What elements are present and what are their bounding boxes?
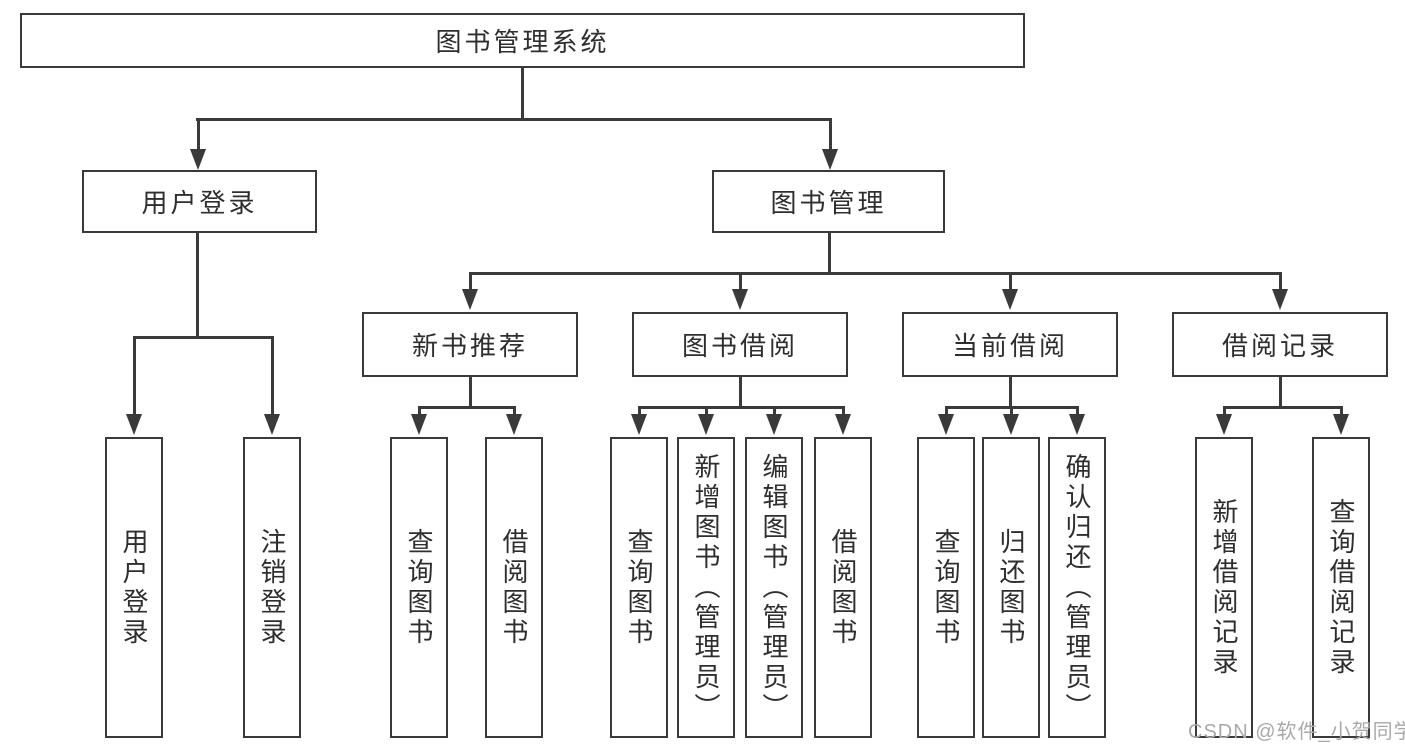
connector-line bbox=[1279, 377, 1282, 406]
node-leaf-edit-books-admin-label: 编辑图书（管理员） bbox=[759, 452, 789, 723]
connector-line bbox=[418, 406, 421, 415]
arrowhead-down-icon bbox=[190, 149, 206, 170]
node-leaf-logout: 注销登录 bbox=[243, 437, 301, 738]
node-leaf-borrow-books-borrow: 借阅图书 bbox=[814, 437, 872, 738]
node-leaf-query-books-current-label: 查询图书 bbox=[931, 527, 961, 648]
node-leaf-borrow-books-recommend-label: 借阅图书 bbox=[499, 527, 529, 648]
connector-line bbox=[773, 406, 776, 415]
connector-line bbox=[1009, 377, 1012, 406]
node-leaf-query-books-recommend: 查询图书 bbox=[390, 437, 448, 738]
node-new-book-recommend-label: 新书推荐 bbox=[411, 331, 528, 361]
node-leaf-query-books-borrow: 查询图书 bbox=[610, 437, 668, 738]
connector-line bbox=[1076, 406, 1079, 415]
node-leaf-add-borrow-record-label: 新增借阅记录 bbox=[1209, 497, 1239, 678]
arrowhead-down-icon bbox=[732, 289, 748, 310]
connector-line bbox=[1010, 406, 1013, 415]
arrowhead-down-icon bbox=[631, 414, 647, 435]
node-current-borrowing: 当前借阅 bbox=[902, 312, 1118, 377]
node-leaf-user-login-label: 用户登录 bbox=[119, 527, 149, 648]
connector-line bbox=[705, 406, 708, 415]
node-leaf-return-books: 归还图书 bbox=[982, 437, 1040, 738]
connector-line bbox=[271, 336, 274, 415]
node-leaf-user-login: 用户登录 bbox=[105, 437, 163, 738]
node-book-management-label: 图书管理 bbox=[770, 188, 887, 218]
connector-line bbox=[197, 118, 200, 150]
node-leaf-edit-books-admin: 编辑图书（管理员） bbox=[745, 437, 803, 738]
connector-line bbox=[1223, 406, 1342, 409]
node-current-borrowing-label: 当前借阅 bbox=[951, 331, 1068, 361]
arrowhead-down-icon bbox=[1216, 414, 1232, 435]
node-book-management: 图书管理 bbox=[712, 170, 945, 233]
connector-line bbox=[521, 68, 524, 118]
node-root: 图书管理系统 bbox=[20, 13, 1025, 68]
connector-line bbox=[469, 377, 472, 406]
node-leaf-logout-label: 注销登录 bbox=[257, 527, 287, 648]
connector-line bbox=[418, 406, 515, 409]
connector-line bbox=[1223, 406, 1226, 415]
arrowhead-down-icon bbox=[126, 414, 142, 435]
arrowhead-down-icon bbox=[264, 414, 280, 435]
connector-line bbox=[828, 233, 831, 272]
connector-line bbox=[196, 118, 832, 121]
node-leaf-query-books-borrow-label: 查询图书 bbox=[624, 527, 654, 648]
node-borrowing-records-label: 借阅记录 bbox=[1221, 331, 1338, 361]
connector-line bbox=[945, 406, 948, 415]
node-leaf-query-borrow-record: 查询借阅记录 bbox=[1312, 437, 1370, 738]
arrowhead-down-icon bbox=[766, 414, 782, 435]
node-leaf-query-books-recommend-label: 查询图书 bbox=[404, 527, 434, 648]
connector-line bbox=[1340, 406, 1343, 415]
connector-line bbox=[513, 406, 516, 415]
connector-line bbox=[133, 336, 273, 339]
arrowhead-down-icon bbox=[835, 414, 851, 435]
node-leaf-add-borrow-record: 新增借阅记录 bbox=[1195, 437, 1253, 738]
node-leaf-confirm-return-admin: 确认归还（管理员） bbox=[1048, 437, 1106, 738]
node-leaf-borrow-books-borrow-label: 借阅图书 bbox=[828, 527, 858, 648]
arrowhead-down-icon bbox=[1069, 414, 1085, 435]
arrowhead-down-icon bbox=[1272, 289, 1288, 310]
node-leaf-confirm-return-admin-label: 确认归还（管理员） bbox=[1062, 452, 1092, 723]
node-book-borrowing: 图书借阅 bbox=[632, 312, 848, 377]
connector-line bbox=[638, 406, 641, 415]
node-leaf-return-books-label: 归还图书 bbox=[996, 527, 1026, 648]
connector-line bbox=[739, 377, 742, 406]
connector-line bbox=[638, 406, 844, 409]
arrowhead-down-icon bbox=[411, 414, 427, 435]
arrowhead-down-icon bbox=[822, 149, 838, 170]
connector-line bbox=[469, 272, 1281, 275]
node-user-login-label: 用户登录 bbox=[141, 188, 258, 218]
arrowhead-down-icon bbox=[1333, 414, 1349, 435]
connector-line bbox=[842, 406, 845, 415]
connector-line bbox=[1279, 272, 1282, 290]
node-leaf-add-books-admin-label: 新增图书（管理员） bbox=[691, 452, 721, 723]
connector-line bbox=[1009, 272, 1012, 290]
node-user-login: 用户登录 bbox=[82, 170, 317, 233]
node-leaf-query-borrow-record-label: 查询借阅记录 bbox=[1326, 497, 1356, 678]
node-borrowing-records: 借阅记录 bbox=[1172, 312, 1388, 377]
arrowhead-down-icon bbox=[462, 289, 478, 310]
node-new-book-recommend: 新书推荐 bbox=[362, 312, 578, 377]
arrowhead-down-icon bbox=[506, 414, 522, 435]
connector-line bbox=[196, 233, 199, 336]
csdn-watermark: CSDN @软件_小贺同学 bbox=[1188, 721, 1405, 743]
node-leaf-add-books-admin: 新增图书（管理员） bbox=[677, 437, 735, 738]
node-book-borrowing-label: 图书借阅 bbox=[681, 331, 798, 361]
connector-line bbox=[739, 272, 742, 290]
connector-line bbox=[469, 272, 472, 290]
arrowhead-down-icon bbox=[698, 414, 714, 435]
connector-line bbox=[829, 118, 832, 150]
connector-line bbox=[133, 336, 136, 415]
node-root-label: 图书管理系统 bbox=[435, 27, 610, 57]
arrowhead-down-icon bbox=[938, 414, 954, 435]
arrowhead-down-icon bbox=[1002, 289, 1018, 310]
node-leaf-borrow-books-recommend: 借阅图书 bbox=[485, 437, 543, 738]
arrowhead-down-icon bbox=[1003, 414, 1019, 435]
node-leaf-query-books-current: 查询图书 bbox=[917, 437, 975, 738]
